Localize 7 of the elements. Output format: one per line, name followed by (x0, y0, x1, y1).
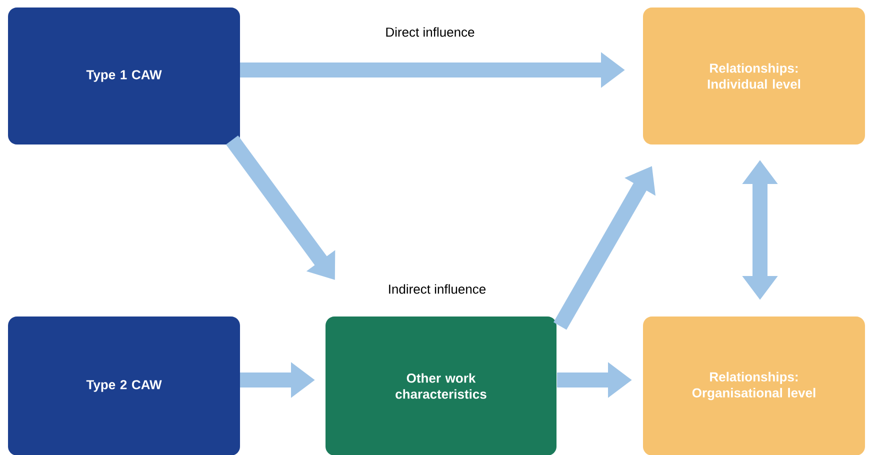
box: Type 2 CAW (8, 316, 240, 455)
annotation-text: Indirect influence (386, 283, 488, 295)
box: Relationships: Individual level (643, 8, 865, 144)
box: Type 1 CAW (8, 8, 240, 144)
box: Relationships: Organisational level (643, 316, 865, 455)
box: Other work characteristics (326, 316, 556, 455)
edge-label: Direct influence (384, 26, 476, 38)
